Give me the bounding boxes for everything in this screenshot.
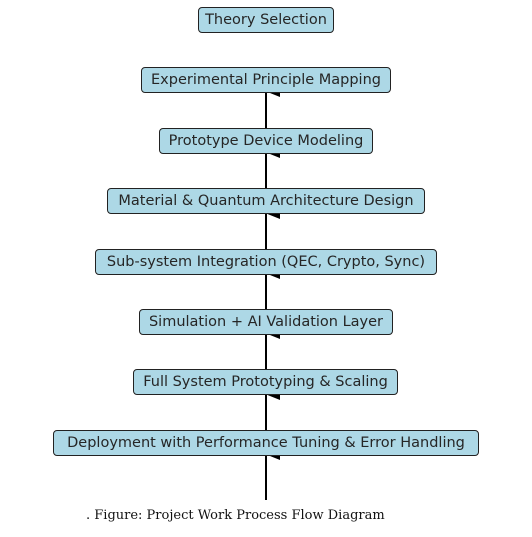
step-simulation-ai-validation: Simulation + AI Validation Layer	[139, 309, 393, 335]
step-subsystem-integration: Sub-system Integration (QEC, Crypto, Syn…	[95, 249, 437, 275]
step-theory-selection: Theory Selection	[198, 7, 334, 33]
step-experimental-principle-mapping: Experimental Principle Mapping	[141, 67, 391, 93]
step-deployment: Deployment with Performance Tuning & Err…	[53, 430, 479, 456]
figure-caption: . Figure: Project Work Process Flow Diag…	[86, 508, 385, 523]
step-material-quantum-architecture-design: Material & Quantum Architecture Design	[107, 188, 425, 214]
step-prototype-device-modeling: Prototype Device Modeling	[159, 128, 373, 154]
step-full-system-prototyping: Full System Prototyping & Scaling	[133, 369, 398, 395]
